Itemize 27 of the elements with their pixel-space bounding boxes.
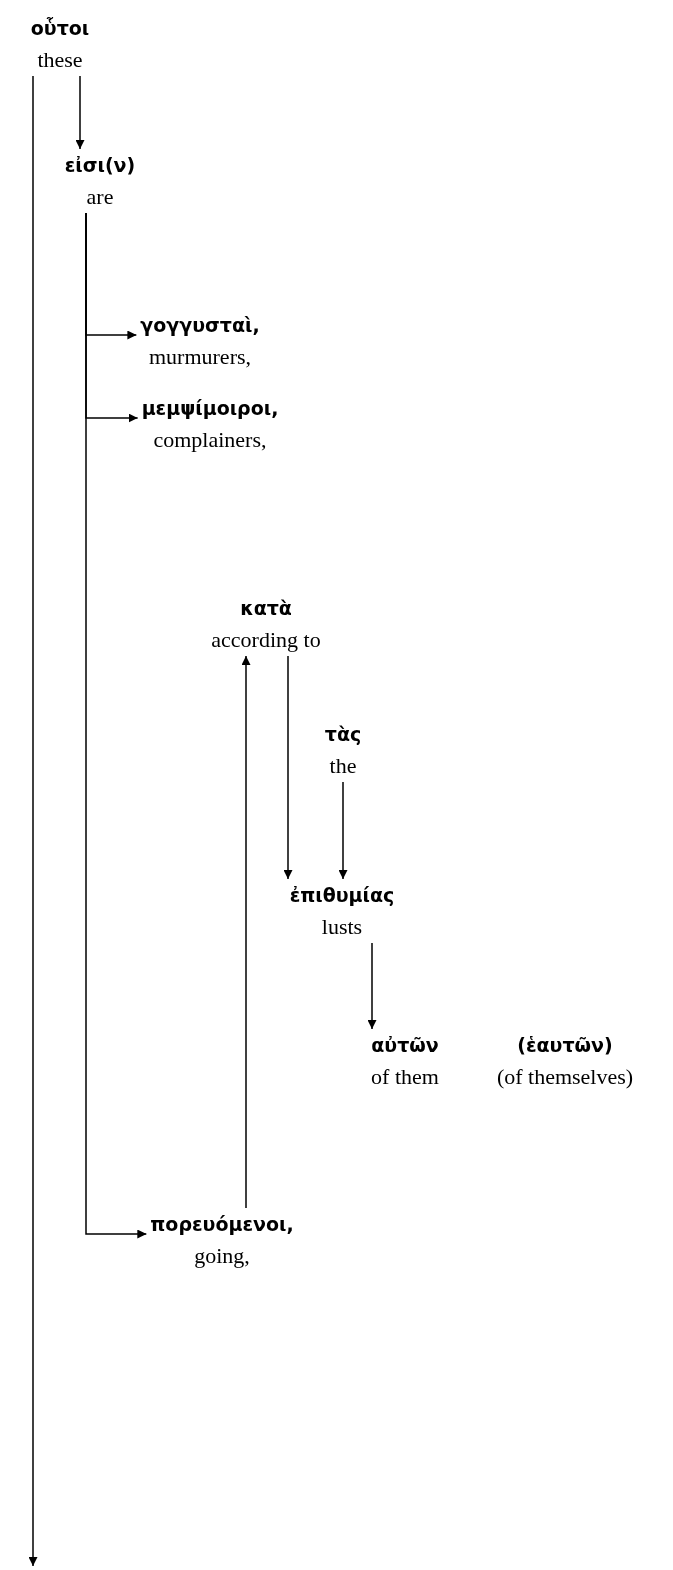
greek-word: ἐπιθυμίας [289, 883, 395, 908]
greek-word: (ἑαυτῶν) [516, 1033, 614, 1058]
greek-word: γογγυσταὶ, [140, 313, 260, 338]
arrow [338, 781, 348, 880]
english-gloss: according to [211, 626, 321, 654]
greek-word: αὐτῶν [371, 1033, 439, 1058]
english-gloss: of them [371, 1063, 439, 1091]
arrow [85, 212, 148, 1239]
arrow [75, 75, 85, 150]
greek-word: τὰς [324, 722, 362, 747]
arrow [367, 942, 377, 1030]
greek-word: μεμψίμοιροι, [141, 396, 279, 421]
english-gloss: going, [193, 1242, 251, 1270]
english-gloss: are [85, 183, 115, 211]
english-gloss: the [328, 752, 358, 780]
greek-word: πορευόμενοι, [150, 1212, 294, 1237]
english-gloss: lusts [320, 913, 364, 941]
greek-word: κατὰ [239, 596, 293, 621]
english-gloss: these [36, 46, 84, 74]
english-gloss: complainers, [152, 426, 268, 454]
greek-word: εἰσι(ν) [64, 153, 136, 178]
english-gloss: (of themselves) [496, 1063, 634, 1091]
english-gloss: murmurers, [148, 343, 252, 371]
greek-word: οὗτοι [30, 16, 90, 41]
arrow [283, 655, 293, 880]
arrow [241, 655, 251, 1209]
arrow [28, 75, 38, 1567]
